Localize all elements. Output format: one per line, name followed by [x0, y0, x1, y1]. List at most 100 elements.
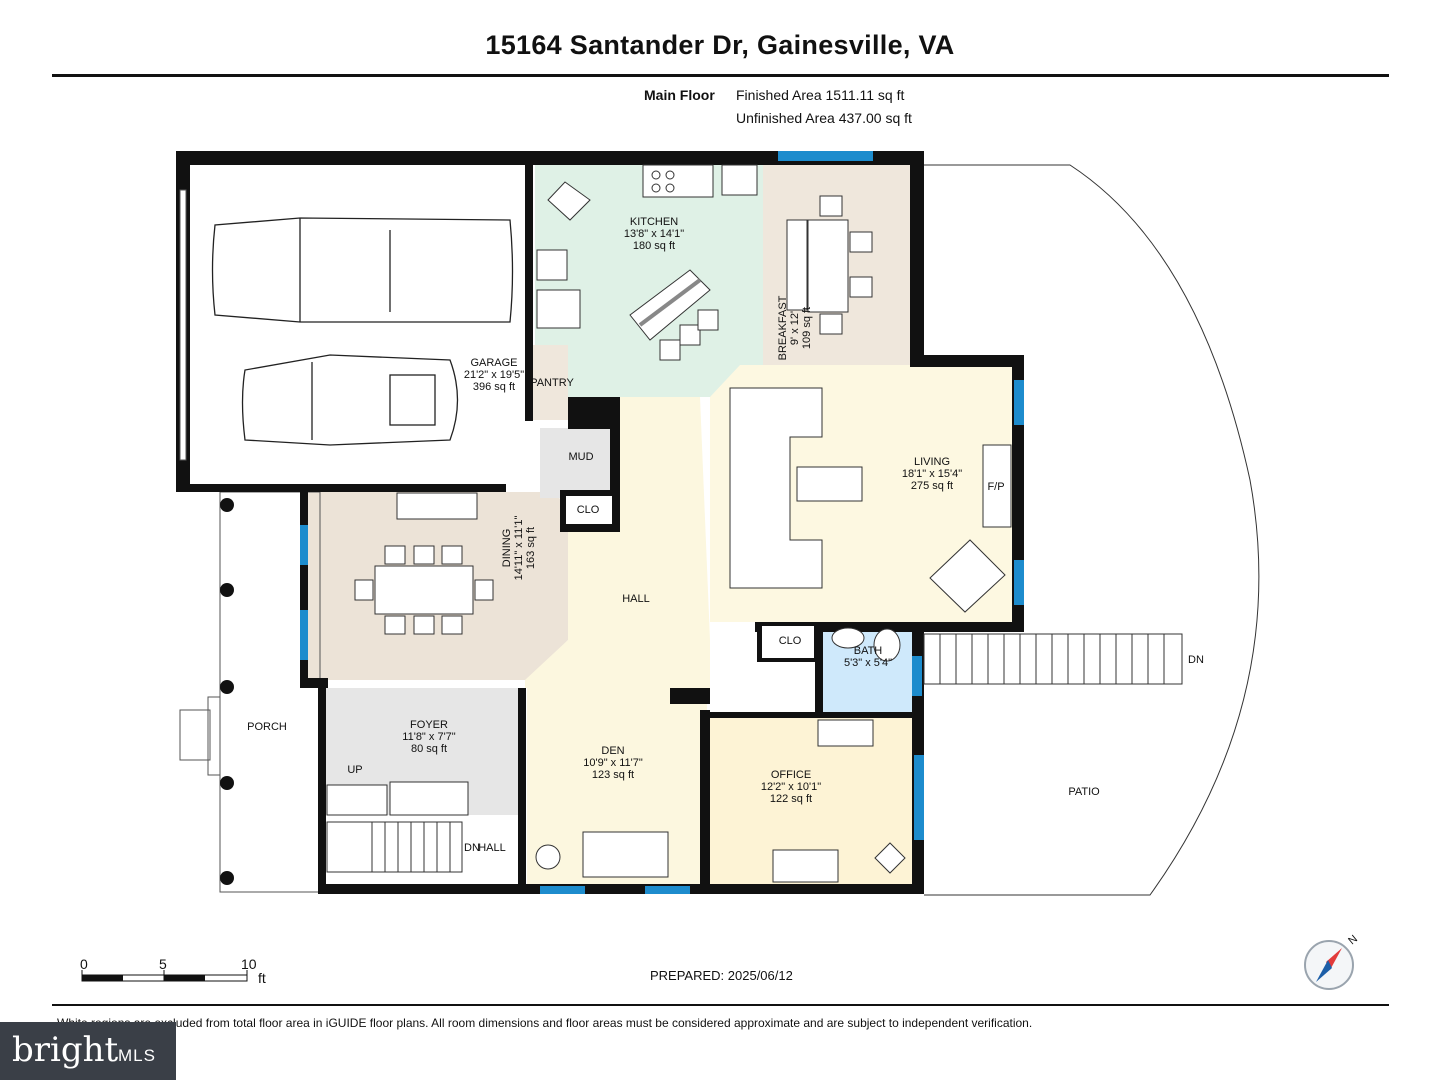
office-name: OFFICE: [771, 769, 811, 781]
prepared-date: PREPARED: 2025/06/12: [650, 968, 793, 983]
foyer-fill: [325, 688, 525, 815]
office-area: 122 sq ft: [770, 793, 812, 805]
office-chair-icon: [874, 842, 906, 874]
kitchen-counter: [536, 289, 581, 329]
foyer-area: 80 sq ft: [411, 743, 447, 755]
den-name: DEN: [601, 745, 624, 757]
unfinished-area: Unfinished Area 437.00 sq ft: [736, 110, 912, 126]
patio-label: PATIO: [1068, 786, 1100, 798]
dining-area: 163 sq ft: [525, 527, 537, 569]
dining-furniture: [354, 492, 494, 635]
stairs-up-icon: [326, 784, 388, 816]
windows: [300, 151, 1024, 894]
wall-foyer-left: [318, 688, 326, 894]
breakfast-table: [786, 195, 873, 335]
bath-name: BATH: [854, 645, 883, 657]
garage-door: [179, 189, 187, 461]
wall-top: [176, 151, 924, 165]
pantry-fill: [533, 345, 568, 420]
living-dims: 18'1" x 15'4": [902, 468, 962, 480]
table-icon: [807, 219, 849, 313]
living-area: 275 sq ft: [911, 480, 953, 492]
wall-office-left: [700, 710, 710, 894]
wall-garage-bottom: [176, 484, 506, 492]
dining-table-icon: [374, 565, 474, 615]
scale-bar: [81, 970, 248, 982]
den-furniture: [535, 831, 669, 878]
wall-mud-right: [610, 420, 620, 532]
dn-stairs-label: DN: [464, 842, 480, 854]
wall-garage-kitchen: [525, 151, 533, 421]
stairs: [326, 781, 469, 873]
garage-dims: 21'2" x 19'5": [464, 369, 524, 381]
living-name: LIVING: [914, 456, 950, 468]
page-title: 15164 Santander Dr, Gainesville, VA: [485, 30, 955, 60]
porch-post: [220, 680, 234, 694]
clo2-inner: [762, 626, 814, 658]
toilet-icon: [873, 628, 901, 662]
shelf-icon: [817, 719, 874, 747]
compass-icon: [1304, 940, 1354, 990]
porch-post: [220, 498, 234, 512]
coffee-table-icon: [796, 466, 863, 502]
wall-living-top: [910, 355, 1024, 367]
car-icon: [241, 354, 459, 446]
mud-label: MUD: [568, 451, 593, 463]
garage-name: GARAGE: [470, 357, 517, 369]
den-dims: 10'9" x 11'7": [583, 757, 643, 769]
fireplace-icon: [982, 444, 1012, 528]
bath-sink-icon: [831, 627, 865, 649]
wall-bath-left: [815, 622, 823, 712]
garage-area: 396 sq ft: [473, 381, 515, 393]
window-bath: [912, 656, 922, 696]
kitchen-fixtures: [536, 164, 758, 361]
dining-dims: 14'11" x 11'1": [513, 516, 525, 581]
stairs-down-icon: [326, 821, 463, 873]
breakfast-label: BREAKFAST 9' x 12' 109 sq ft: [777, 295, 813, 360]
office-furniture: [772, 719, 906, 883]
floor-name: Main Floor: [644, 87, 715, 103]
round-table-icon: [535, 844, 561, 870]
deck-stairs-icon: [923, 633, 1183, 685]
kitchen-name: KITCHEN: [630, 216, 678, 228]
wall-dining-foyer: [300, 678, 328, 688]
sink-icon: [547, 181, 591, 221]
fridge-icon: [721, 164, 758, 196]
scale-unit: ft: [258, 970, 266, 986]
deck-stair-treads: [939, 634, 1165, 684]
desk-icon: [772, 849, 839, 883]
window-dining-1: [300, 525, 308, 565]
footer-divider: [52, 1004, 1389, 1006]
clo2-label: CLO: [779, 635, 802, 647]
truck-icon: [211, 217, 514, 323]
wall-office-top: [700, 712, 912, 718]
scale-label-10: 10: [241, 956, 257, 972]
porch-post: [220, 871, 234, 885]
hall2-label: HALL: [478, 842, 506, 854]
kitchen-area: 180 sq ft: [633, 240, 675, 252]
bath-dims: 5'3" x 5'4": [844, 657, 892, 669]
clo-inner: [566, 496, 612, 524]
porch-step: [179, 709, 211, 761]
wall-bottom: [318, 884, 924, 894]
office-dims: 12'2" x 10'1": [761, 781, 821, 793]
sectional-sofa-icon: [729, 387, 823, 589]
hall-label: HALL: [622, 593, 650, 605]
dn-deck-label: DN: [1188, 654, 1204, 666]
bath-fixtures: [831, 627, 901, 662]
brand-name: bright: [12, 1030, 119, 1070]
scale-label-0: 0: [80, 956, 88, 972]
den-area: 123 sq ft: [592, 769, 634, 781]
mud-fill: [540, 428, 615, 498]
patio-outline: [924, 164, 1260, 896]
garage-cars: [211, 217, 514, 446]
bench-icon: [389, 781, 469, 816]
pantry-label: PANTRY: [530, 377, 574, 389]
finished-area: Finished Area 1511.11 sq ft: [736, 87, 905, 103]
window-office: [914, 755, 924, 840]
buffet-icon: [396, 492, 478, 520]
wall-dining-left: [300, 490, 308, 688]
scale-label-5: 5: [159, 956, 167, 972]
porch-post: [220, 583, 234, 597]
